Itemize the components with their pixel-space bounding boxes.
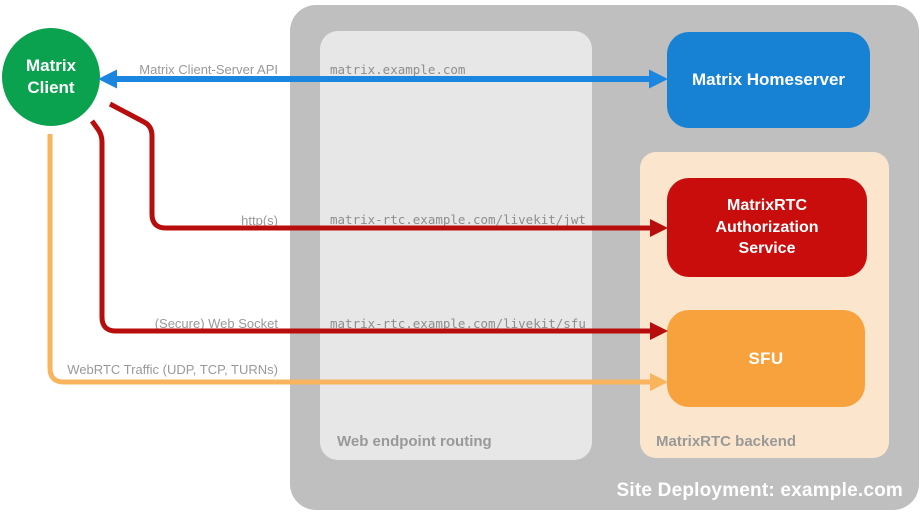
- container-web-endpoint-routing: Web endpoint routing: [320, 31, 592, 460]
- node-matrix-homeserver: Matrix Homeserver: [667, 32, 870, 128]
- edge-label-client-server-api: Matrix Client-Server API: [139, 62, 278, 77]
- matrixrtc-backend-label: MatrixRTC backend: [656, 433, 797, 450]
- node-matrixrtc-authorization-service: MatrixRTC Authorization Service: [667, 178, 867, 277]
- endpoint-matrix-example-com: matrix.example.com: [330, 62, 466, 77]
- endpoint-livekit-jwt: matrix-rtc.example.com/livekit/jwt: [330, 212, 586, 227]
- web-endpoint-routing-label: Web endpoint routing: [337, 433, 492, 450]
- node-sfu: SFU: [667, 310, 865, 407]
- edge-label-webrtc-traffic: WebRTC Traffic (UDP, TCP, TURNs): [67, 362, 278, 377]
- node-matrix-client: Matrix Client: [2, 28, 100, 126]
- site-deployment-label: Site Deployment: example.com: [616, 480, 903, 501]
- endpoint-livekit-sfu: matrix-rtc.example.com/livekit/sfu: [330, 316, 586, 331]
- edge-label-http: http(s): [241, 213, 278, 228]
- edge-label-websocket: (Secure) Web Socket: [154, 316, 278, 331]
